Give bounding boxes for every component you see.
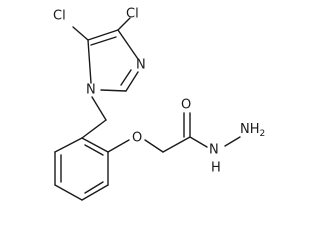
bond-c4-c5 (87, 29, 119, 41)
bond-nh-nh2 (224, 136, 241, 147)
bond-n3-c4 (117, 29, 139, 60)
atom-nh2: NH2 (240, 122, 265, 139)
bond-c4-cl (117, 17, 131, 31)
atom-nh: N (209, 143, 219, 158)
bond-benz-4-5 (54, 184, 83, 201)
bond-benz-1-2 (81, 137, 109, 153)
bond-c4-c5-double (90, 36, 117, 46)
atom-nh2-main: NH (240, 122, 260, 137)
bond-benz-inner-a (84, 144, 104, 156)
bond-c2-n3-double (120, 69, 132, 86)
atom-cl-right: Cl (126, 7, 139, 22)
atom-nh-hydrogen: H (211, 161, 221, 176)
bond-c5-cl (72, 26, 89, 41)
bond-benz-inner-b (84, 181, 104, 194)
bond-ch2-carbonyl (162, 136, 191, 153)
chemical-structure-diagram: Cl Cl N N O O N H NH2 (53, 7, 265, 201)
atom-n3: N (136, 58, 146, 73)
atom-o-ether: O (132, 131, 142, 146)
bond-ch2-benzene (81, 119, 107, 139)
bond-n1-ch2 (91, 96, 107, 121)
atom-nh2-subscript: 2 (260, 129, 266, 139)
bond-n1-c2 (100, 89, 127, 92)
atom-cl-left: Cl (53, 9, 66, 24)
bond-c-nh (189, 136, 208, 148)
bond-benz-6-1 (54, 137, 83, 153)
bond-c5-n1 (87, 39, 92, 84)
atom-o-carbonyl: O (181, 98, 191, 113)
bond-c2-n3 (125, 71, 139, 92)
bond-benz-3-4 (81, 184, 109, 201)
atom-n1: N (86, 83, 96, 98)
bond-benz-o (107, 139, 130, 153)
bond-o-ch2 (144, 139, 164, 153)
